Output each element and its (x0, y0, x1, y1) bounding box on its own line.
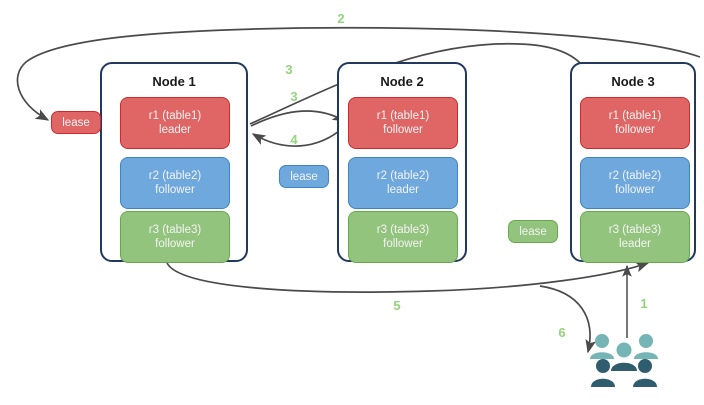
replica-node1-r3[interactable]: r3 (table3) follower (120, 211, 230, 263)
clients-people-icon (590, 334, 658, 387)
replica-role: leader (619, 238, 651, 250)
replica-node1-r1[interactable]: r1 (table1) leader (120, 97, 230, 149)
replica-name: r1 (table1) (608, 110, 662, 122)
replica-name: r2 (table2) (148, 170, 202, 182)
lease-badge-blue[interactable]: lease (279, 165, 329, 188)
replica-node3-r3[interactable]: r3 (table3) leader (580, 211, 690, 263)
replica-name: r2 (table2) (608, 170, 662, 182)
lease-label: lease (519, 225, 547, 238)
step-label-3a: 3 (285, 62, 293, 77)
replica-node2-r3[interactable]: r3 (table3) follower (348, 211, 458, 263)
arrow-step-2 (16, 26, 701, 121)
replica-role: follower (383, 124, 423, 136)
step-label-4: 4 (290, 132, 298, 147)
step-label-6: 6 (558, 325, 566, 340)
replica-role: leader (159, 124, 191, 136)
replica-name: r1 (table1) (148, 110, 202, 122)
lease-label: lease (62, 116, 90, 129)
arrow-step-5 (166, 261, 650, 293)
lease-badge-red[interactable]: lease (51, 111, 101, 134)
node-container-3[interactable]: Node 3 r1 (table1) follower r2 (table2) … (570, 62, 696, 263)
replica-role: leader (387, 184, 419, 196)
node-title-2: Node 2 (380, 74, 424, 89)
arrow-step-4 (251, 126, 345, 147)
replica-node2-r2[interactable]: r2 (table2) leader (348, 157, 458, 209)
lease-label: lease (290, 170, 318, 183)
replica-role: follower (155, 238, 195, 250)
replica-role: follower (383, 238, 423, 250)
replica-node1-r2[interactable]: r2 (table2) follower (120, 157, 230, 209)
step-label-1: 1 (640, 296, 648, 311)
arrow-step-6 (539, 285, 597, 354)
step-label-5: 5 (393, 298, 401, 313)
lease-badge-green[interactable]: lease (508, 220, 558, 243)
step-label-2: 2 (337, 11, 345, 26)
step-label-3b: 3 (290, 89, 298, 104)
replica-node3-r1[interactable]: r1 (table1) follower (580, 97, 690, 149)
node-container-2[interactable]: Node 2 r1 (table1) follower r2 (table2) … (337, 62, 467, 263)
replica-role: follower (155, 184, 195, 196)
node-container-1[interactable]: Node 1 r1 (table1) leader r2 (table2) fo… (100, 62, 248, 263)
node-title-1: Node 1 (152, 74, 196, 89)
replica-node3-r2[interactable]: r2 (table2) follower (580, 157, 690, 209)
replica-node2-r1[interactable]: r1 (table1) follower (348, 97, 458, 149)
replica-name: r2 (table2) (376, 170, 430, 182)
node-title-3: Node 3 (611, 74, 655, 89)
replica-role: follower (615, 184, 655, 196)
replica-name: r3 (table3) (148, 224, 202, 236)
replica-name: r3 (table3) (376, 224, 430, 236)
replica-name: r1 (table1) (376, 110, 430, 122)
replica-name: r3 (table3) (608, 224, 662, 236)
arrow-step-3-node2 (250, 110, 347, 127)
replica-role: follower (615, 124, 655, 136)
